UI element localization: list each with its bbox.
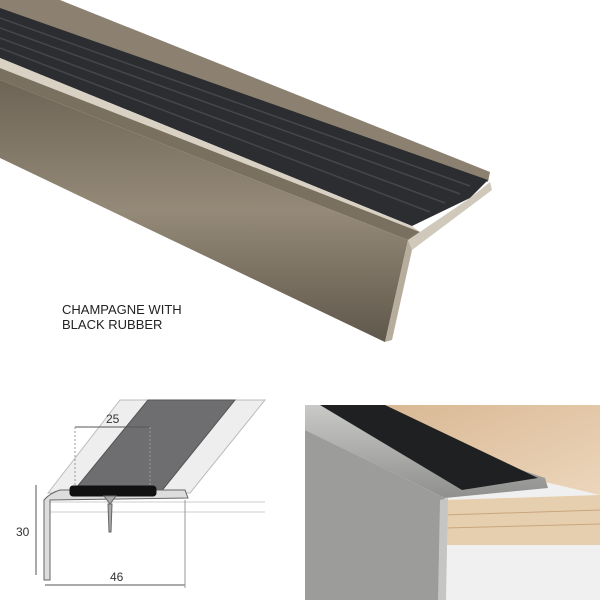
technical-drawing xyxy=(35,399,267,588)
dimension-width-label: 46 xyxy=(110,570,124,584)
installed-photo xyxy=(305,405,600,600)
champagne-profile-photo xyxy=(0,0,492,342)
dimension-height-label: 30 xyxy=(16,525,30,539)
product-caption: CHAMPAGNE WITH BLACK RUBBER xyxy=(62,302,182,332)
dimension-tread-label: 25 xyxy=(106,412,120,426)
caption-line-2: BLACK RUBBER xyxy=(62,317,163,332)
black-rubber-insert-installed xyxy=(320,405,538,490)
black-rubber-insert xyxy=(0,8,488,226)
caption-line-1: CHAMPAGNE WITH xyxy=(62,302,182,317)
